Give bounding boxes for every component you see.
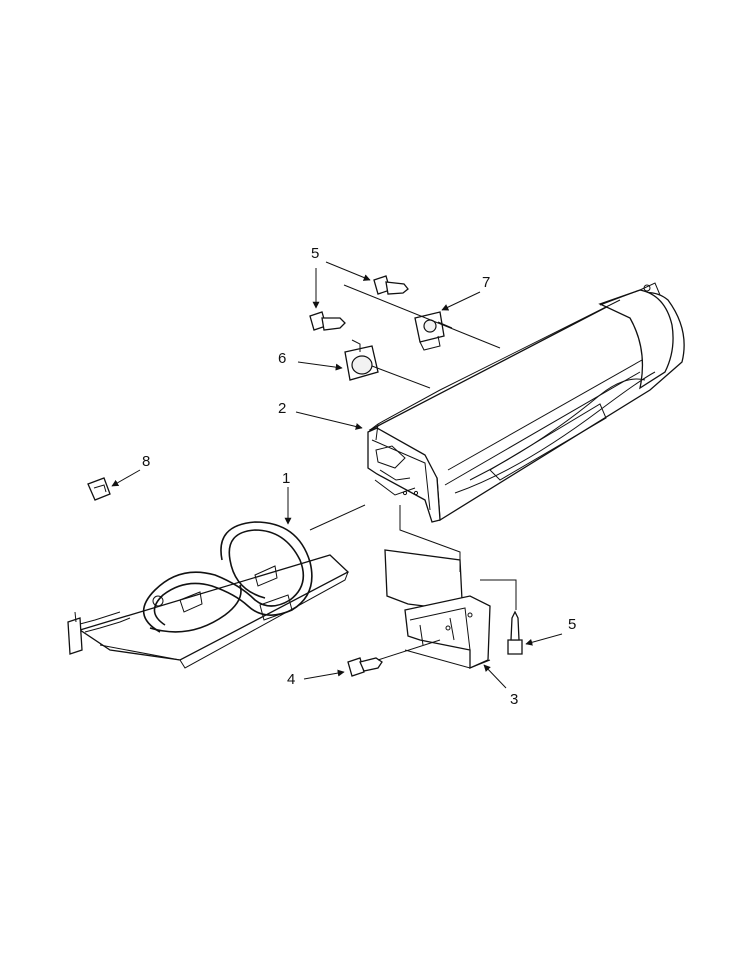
callout-4: 4 [287,671,295,688]
screw-upper-left [309,311,346,331]
heating-element-assembly [67,521,350,669]
callout-2: 2 [278,400,286,417]
callout-5-top: 5 [311,245,319,262]
heater-housing [367,282,685,523]
callout-arrows [111,261,563,689]
mounting-bracket [384,549,491,670]
callout-7: 7 [482,274,490,291]
callout-1: 1 [282,470,290,487]
callout-6: 6 [278,350,286,367]
screw-upper [373,275,409,295]
thermostat [344,339,379,381]
assembly-lines [309,284,517,661]
screw-right [507,610,523,655]
callout-3: 3 [510,691,518,708]
callout-5-right: 5 [568,616,576,633]
terminal-clip [87,477,111,501]
thermal-fuse [414,311,445,351]
callout-labels: 5 7 6 2 8 1 5 4 3 [142,245,576,708]
hex-screw [347,657,383,677]
callout-8: 8 [142,453,150,470]
